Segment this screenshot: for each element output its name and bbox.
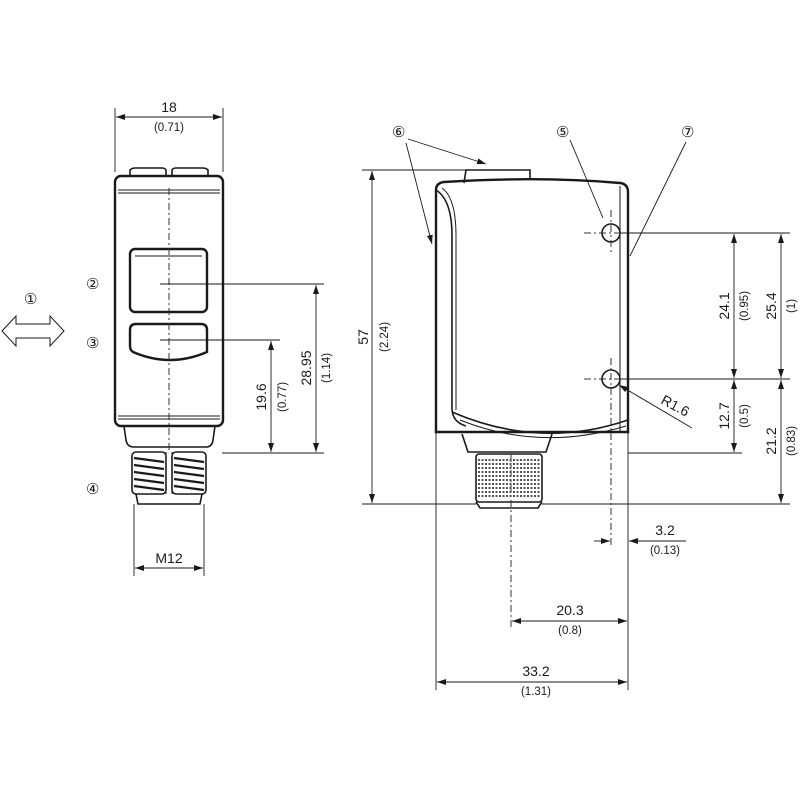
dim-width-18 [114, 108, 224, 172]
side-view [434, 169, 636, 630]
thread-texture-side [478, 459, 540, 497]
dim-hole-spacing-inch: (0.95) [739, 291, 751, 321]
callout-6: ⑥ [392, 124, 405, 141]
direction-double-arrow [1, 314, 65, 348]
dim-heights-front [160, 283, 324, 454]
dim-base-height-value: 21.2 [763, 427, 779, 454]
dim-h2-inch: (1.14) [321, 353, 333, 383]
callout-4: ④ [86, 481, 99, 498]
front-view [113, 167, 225, 505]
dim-base-height-inch: (0.83) [786, 426, 798, 456]
dim-width-inch: (0.71) [154, 122, 184, 134]
dim-hole-spacing-value: 24.1 [716, 292, 732, 319]
dim-connector-offset-inch: (0.8) [558, 625, 582, 637]
callout-7: ⑦ [681, 124, 694, 141]
dim-hole-offset-value: 3.2 [655, 522, 675, 538]
dim-depth [435, 432, 627, 690]
dim-height-57 [362, 169, 476, 505]
dim-connector-offset-value: 20.3 [556, 602, 583, 618]
dim-top-hole-inch: (1) [786, 299, 798, 313]
thread-lines-left [133, 456, 165, 492]
callout-7-leader [629, 141, 687, 257]
dim-holes-right [542, 232, 790, 505]
dim-height-value: 57 [355, 329, 371, 345]
dim-width-value: 18 [161, 99, 177, 115]
dim-depth-value: 33.2 [522, 663, 549, 679]
dim-height-inch: (2.24) [379, 322, 391, 352]
thread-lines-right [173, 456, 205, 492]
radius-leader [618, 384, 693, 429]
dim-depth-inch: (1.31) [521, 686, 551, 698]
callout-5-leader [569, 139, 604, 219]
callout-1: ① [24, 291, 37, 308]
dim-hole-height-value: 12.7 [716, 402, 732, 429]
callout-5: ⑤ [556, 124, 569, 141]
radius-label: R1.6 [659, 392, 693, 420]
dim-top-hole-value: 25.4 [763, 292, 779, 319]
dim-hole-height-inch: (0.5) [739, 404, 751, 428]
callout-3: ③ [86, 335, 99, 352]
dim-hole-offset-inch: (0.13) [650, 545, 680, 557]
dim-thread-label: M12 [155, 550, 182, 566]
dim-hole-offset [594, 432, 686, 690]
dim-thread-m12 [133, 504, 205, 576]
dim-h2-value: 28.95 [298, 350, 314, 385]
callout-2: ② [86, 276, 99, 293]
callout-6-leaders [405, 138, 487, 245]
dim-h1-value: 19.6 [253, 383, 269, 410]
dim-h1-inch: (0.77) [277, 382, 289, 412]
